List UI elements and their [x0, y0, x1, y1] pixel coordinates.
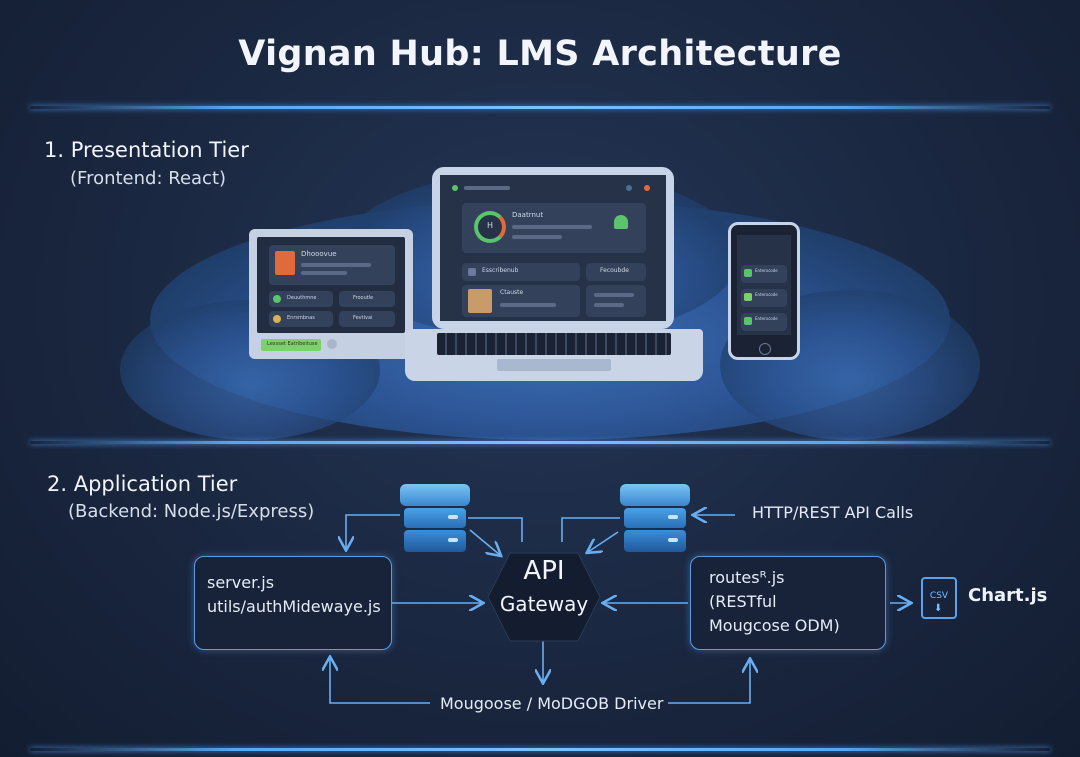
laptop-row: Fecoubde — [586, 263, 646, 281]
tablet-row: Deuuthmne — [269, 291, 333, 307]
db-driver-label: Mougoose / MoDGOB Driver — [440, 694, 664, 713]
bell-icon — [614, 215, 628, 229]
window-dot — [452, 185, 458, 191]
server-disk — [404, 508, 466, 528]
gauge-icon: H — [474, 211, 506, 243]
routes-item: Mougcose ODM) — [709, 616, 840, 635]
tablet-row: Enrsmbnas — [269, 311, 333, 327]
phone-device: Enterocode Enterocode Enterocode — [728, 222, 800, 360]
presentation-tier-title: 1. Presentation Tier — [44, 138, 249, 162]
laptop-row: Ctauste — [462, 285, 580, 317]
server-disk — [400, 484, 470, 506]
http-rest-label: HTTP/REST API Calls — [752, 503, 914, 522]
download-arrow-icon: ⬇ — [934, 603, 943, 614]
chartjs-label: Chart.js — [968, 585, 1048, 606]
routes-box: routesᴿ.js (RESTful Mougcose ODM) — [690, 556, 886, 650]
laptop-trackpad — [497, 359, 611, 371]
row-icon — [273, 295, 281, 303]
laptop-keyboard — [437, 333, 671, 355]
tablet-row: Frooutle — [339, 291, 395, 307]
presentation-tier-subtitle: (Frontend: React) — [70, 168, 227, 189]
server-disk — [624, 530, 686, 552]
row-icon — [273, 315, 281, 323]
laptop-base — [405, 329, 703, 381]
csv-file-icon: CSV ⬇ — [921, 577, 957, 619]
laptop-bar — [594, 293, 634, 297]
arrow-server-to-left-box — [346, 514, 400, 549]
api-gateway-subtitle: Gateway — [499, 592, 589, 616]
api-gateway-title: API — [523, 556, 565, 586]
server-stack-icon — [400, 484, 470, 556]
laptop-avatar — [468, 289, 492, 313]
middle-divider — [30, 441, 1050, 444]
bottom-divider — [30, 748, 1050, 751]
tablet-row: Fevtivai — [339, 311, 395, 327]
laptop-header-panel: H Daatrnut — [462, 203, 646, 253]
row-icon — [744, 317, 752, 325]
tablet-button[interactable]: Lexsset Eatribeituse — [261, 339, 321, 351]
arrow-server-to-gateway — [588, 531, 619, 552]
server-stack-icon — [620, 484, 690, 556]
laptop-bar — [512, 235, 562, 239]
server-file-item: utils/authMidewaye.js — [207, 597, 381, 616]
arrow-db-to-left-box — [330, 658, 430, 704]
laptop-header-text: Daatrnut — [512, 211, 544, 219]
tablet-avatar — [275, 251, 295, 275]
phone-row: Enterocode — [741, 265, 787, 283]
routes-item: routesᴿ.js — [709, 568, 785, 587]
arrow-db-to-right-box — [668, 660, 750, 704]
line-server-right-to-gateway — [561, 517, 620, 542]
window-bar — [464, 186, 510, 190]
top-divider — [30, 106, 1050, 109]
arrow-server-to-gateway — [469, 529, 500, 555]
application-tier-title: 2. Application Tier — [47, 472, 238, 496]
application-tier-subtitle: (Backend: Node.js/Express) — [68, 501, 315, 522]
phone-row: Enterocode — [741, 313, 787, 331]
tablet-device: Dhooovue Deuuthmne Frooutle Enrsmbnas Fe… — [249, 229, 413, 359]
row-icon — [468, 268, 476, 276]
server-files-box: server.js utils/authMidewaye.js — [194, 556, 392, 650]
laptop-row: Esscribenub — [462, 263, 580, 281]
row-icon — [744, 269, 752, 277]
laptop-inner: H Daatrnut Esscribenub Fecoubde Ctauste — [440, 175, 666, 321]
tablet-screen: Dhooovue Deuuthmne Frooutle Enrsmbnas Fe… — [257, 237, 405, 333]
tablet-bar — [301, 263, 371, 267]
tablet-home-button — [327, 339, 337, 349]
server-disk — [620, 484, 690, 506]
routes-item: (RESTful — [709, 592, 777, 611]
window-dot — [626, 185, 632, 191]
laptop-row — [586, 285, 646, 317]
api-gateway-hexagon — [487, 552, 601, 642]
laptop-screen: H Daatrnut Esscribenub Fecoubde Ctauste — [432, 167, 674, 329]
diagram-title: Vignan Hub: LMS Architecture — [238, 34, 842, 74]
tablet-header-text: Dhooovue — [301, 250, 337, 258]
tablet-bar — [301, 271, 347, 275]
laptop-bar — [500, 303, 556, 307]
phone-row: Enterocode — [741, 289, 787, 307]
row-icon — [744, 293, 752, 301]
server-disk — [404, 530, 466, 552]
line-server-left-to-gateway — [468, 517, 523, 542]
tablet-header-panel: Dhooovue — [269, 245, 395, 285]
window-dot — [644, 185, 650, 191]
laptop-bar — [594, 303, 624, 307]
laptop-bar — [512, 225, 592, 229]
server-file-item: server.js — [207, 573, 275, 592]
server-disk — [624, 508, 686, 528]
phone-home-button — [759, 343, 771, 355]
phone-screen: Enterocode Enterocode Enterocode — [737, 235, 791, 335]
